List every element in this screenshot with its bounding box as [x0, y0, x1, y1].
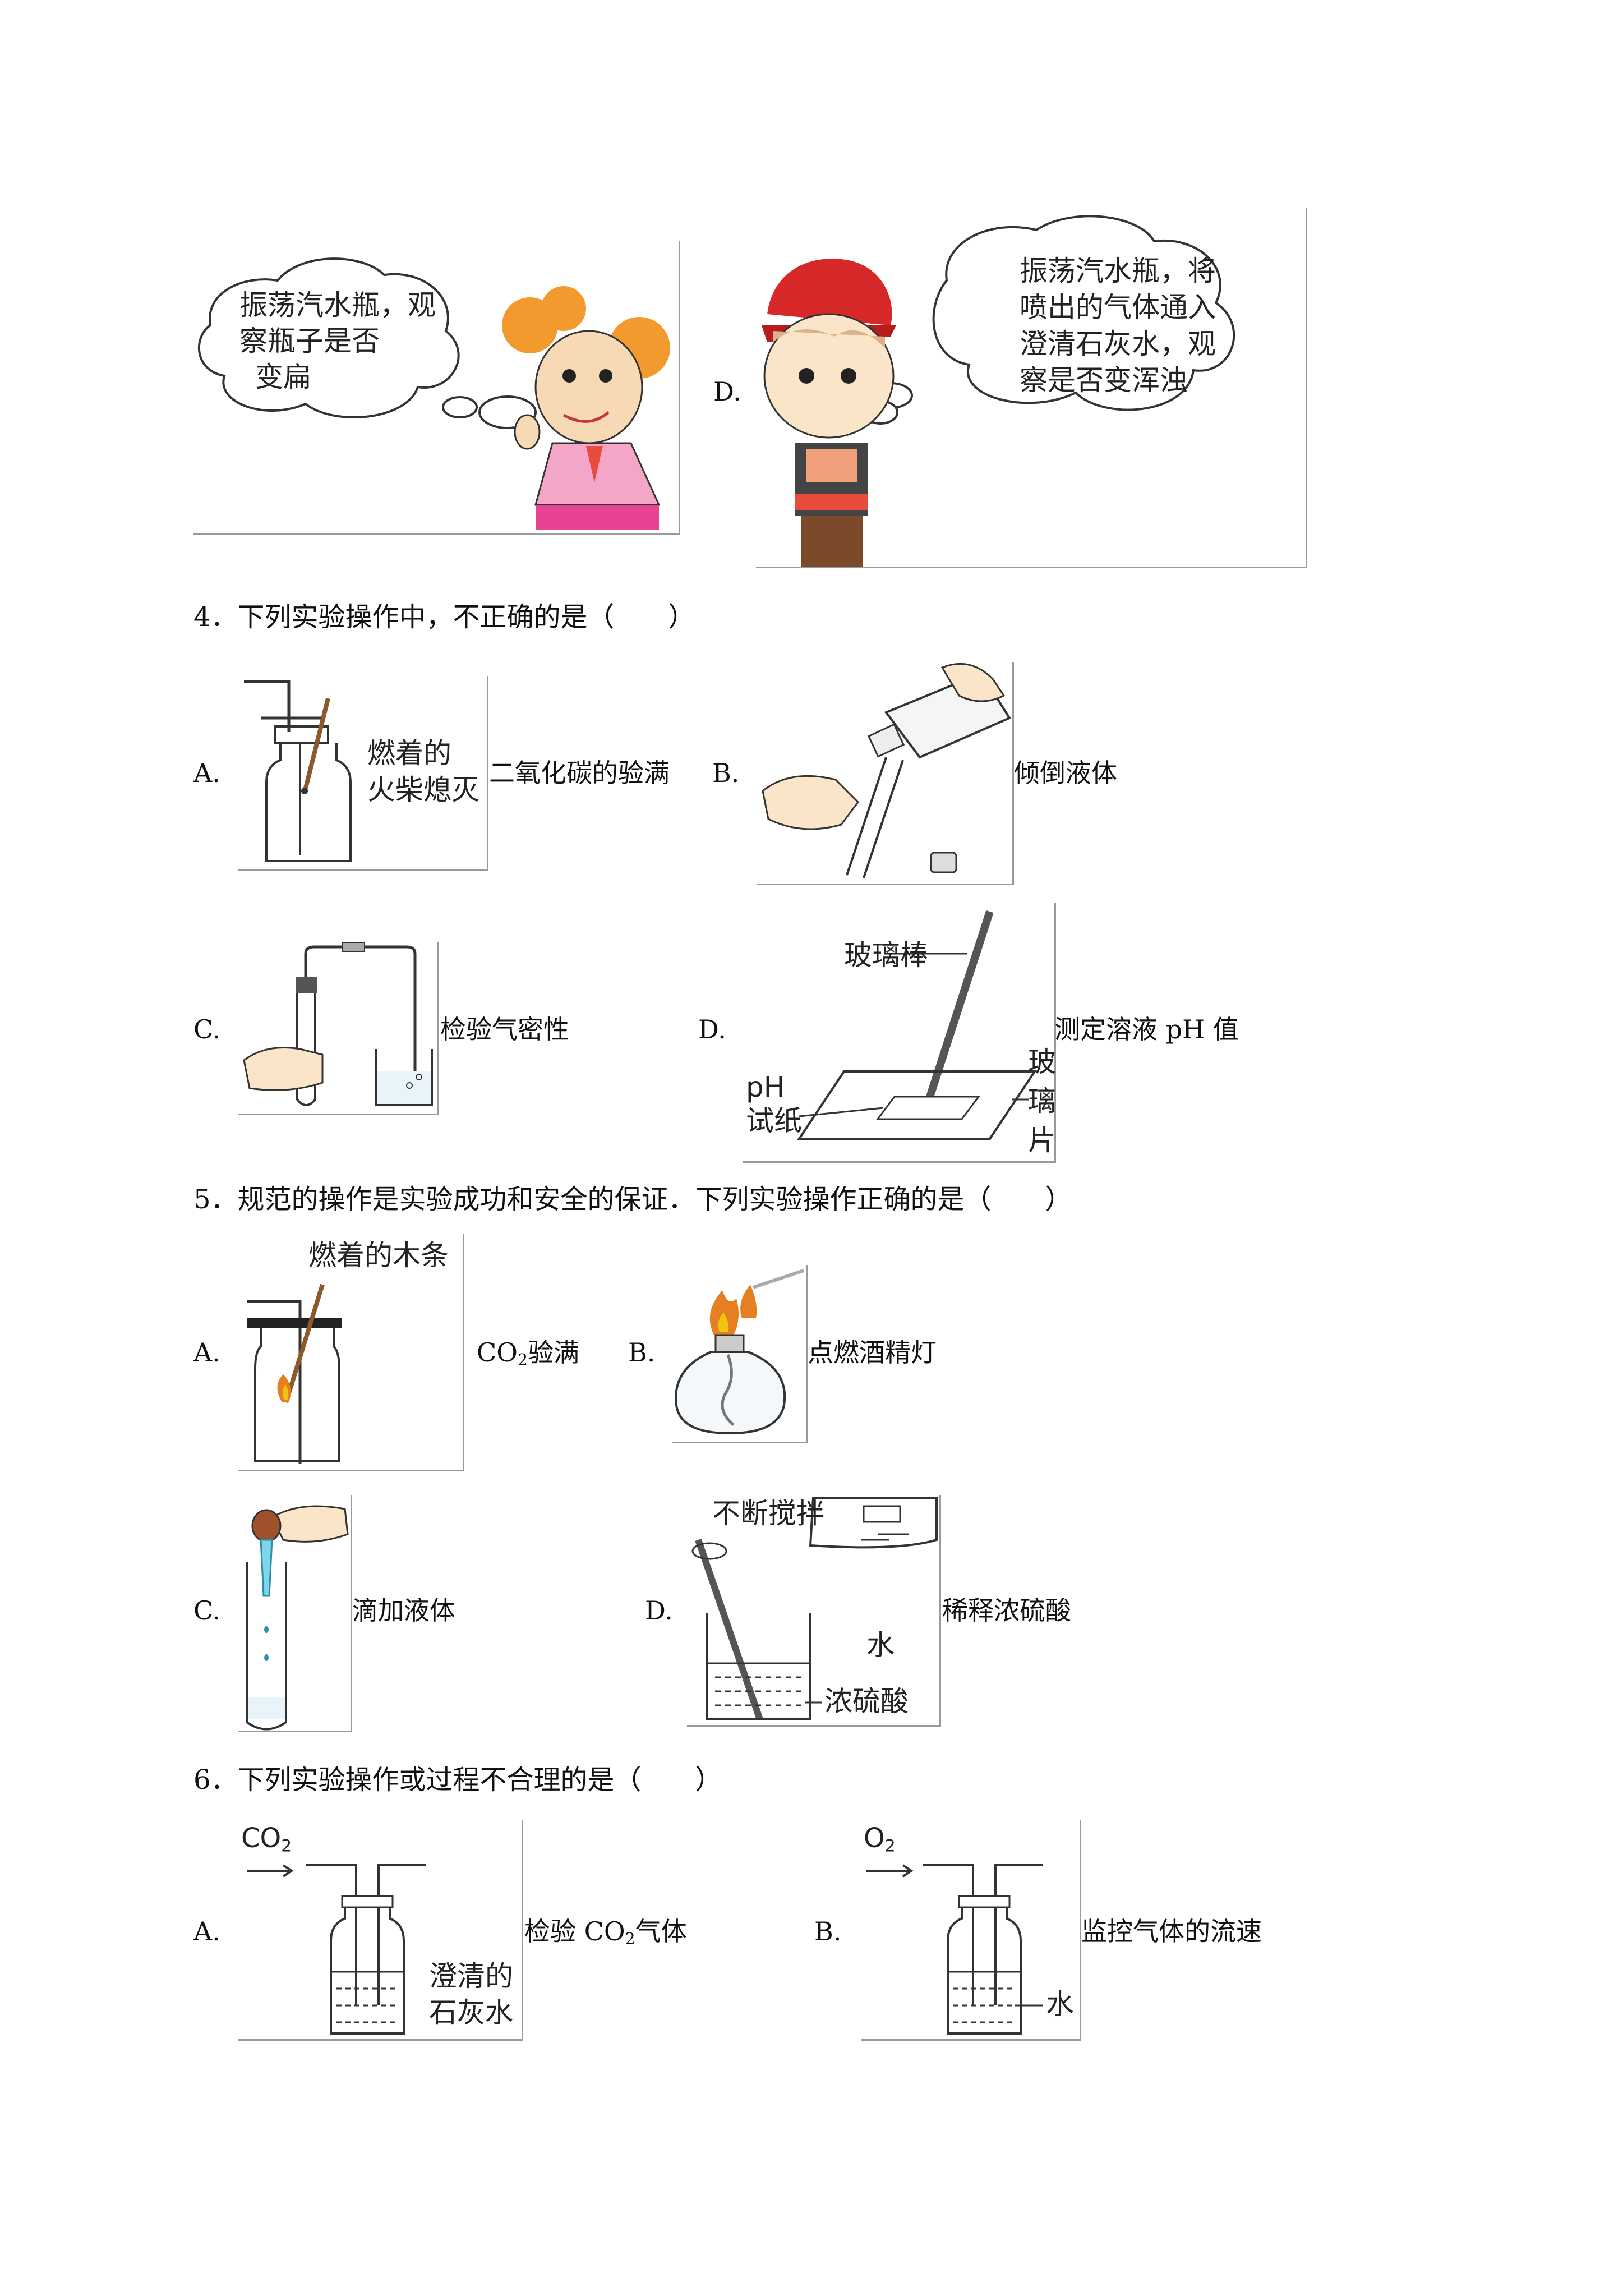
air-tightness-check-diagram	[243, 942, 433, 1106]
q6-b-water-label: 水	[1046, 1988, 1074, 2021]
q4-d-ph-label-2: 试纸	[746, 1105, 802, 1137]
q5-option-d-label: D.	[645, 1595, 673, 1626]
q4-option-c-label: C.	[193, 1014, 221, 1045]
q3-option-c-figure: 振荡汽水瓶，观 察瓶子是否 变扁	[193, 241, 680, 535]
q3-option-d-label: D.	[713, 376, 741, 407]
q5-a-caption-sub: 2	[517, 1351, 528, 1370]
q4-stem: 4．下列实验操作中，不正确的是（ ）	[193, 601, 695, 633]
q5-option-b-label: B.	[628, 1337, 656, 1368]
q5-d-water-label: 水	[866, 1629, 895, 1662]
q4-option-c-figure	[238, 942, 439, 1115]
q3-c-bubble-line-1: 振荡汽水瓶，观	[239, 289, 436, 321]
q5-a-caption-post: 验满	[528, 1337, 580, 1368]
q6-option-a-label: A.	[193, 1916, 220, 1947]
q5-option-b-figure	[672, 1265, 808, 1443]
q3-c-bubble-line-2: 察瓶子是否	[239, 325, 380, 357]
q4-a-match-label-2: 火柴熄灭	[367, 774, 479, 806]
q4-option-d-caption: 测定溶液 pH 值	[1054, 1014, 1239, 1045]
q6-a-liquid-label-1: 澄清的	[429, 1960, 513, 1993]
q4-option-a-caption: 二氧化碳的验满	[489, 758, 670, 788]
q5-option-a-caption: CO2验满	[477, 1340, 579, 1369]
dilute-sulfuric-acid-diagram	[691, 1497, 938, 1720]
dropper-diagram	[246, 1505, 349, 1731]
q3-d-bubble-line-4: 察是否变浑浊	[1020, 364, 1188, 397]
q4-option-b-figure	[757, 662, 1014, 885]
cartoon-boy-illustration	[762, 215, 1235, 567]
q6-a-caption-sub: 2	[625, 1930, 635, 1949]
q6-option-a-figure: CO2 澄清的 石灰水	[238, 1820, 523, 2041]
alcohol-lamp-diagram	[675, 1269, 804, 1435]
q4-option-a-figure: 燃着的 火柴熄灭	[238, 676, 488, 871]
cartoon-girl-illustration	[198, 257, 670, 530]
q5-option-c-label: C.	[193, 1595, 221, 1626]
q3-d-bubble-line-1: 振荡汽水瓶，将	[1020, 255, 1216, 287]
q5-option-a-figure: 燃着的木条	[238, 1234, 464, 1471]
q5-option-c-figure	[238, 1495, 352, 1732]
q5-a-splint-label: 燃着的木条	[308, 1239, 449, 1272]
o2-flow-monitor-diagram	[866, 1864, 1043, 2035]
gas-bottle-match-diagram	[244, 680, 352, 862]
q4-option-d-figure: 玻璃棒 pH 试纸 玻 璃 片	[743, 903, 1056, 1163]
q4-option-d-label: D.	[698, 1014, 726, 1045]
q5-d-acid-label: 浓硫酸	[824, 1685, 909, 1718]
q5-option-d-caption: 稀释浓硫酸	[942, 1595, 1071, 1626]
q5-stem: 5．规范的操作是实验成功和安全的保证．下列实验操作正确的是（ ）	[193, 1184, 1072, 1215]
q5-option-b-caption: 点燃酒精灯	[808, 1337, 937, 1368]
q5-option-d-figure: 不断搅拌 水 浓硫酸	[687, 1495, 941, 1727]
q5-option-c-caption: 滴加液体	[352, 1595, 455, 1626]
q6-stem: 6．下列实验操作或过程不合理的是（ ）	[193, 1764, 722, 1796]
q6-option-b-label: B.	[814, 1916, 842, 1947]
q3-d-bubble-line-2: 喷出的气体通入	[1020, 291, 1216, 324]
q6-option-b-caption: 监控气体的流速	[1081, 1916, 1262, 1947]
ph-test-diagram	[797, 910, 1037, 1140]
q4-d-glass-label-1: 玻	[1028, 1046, 1056, 1078]
q6-b-gas-sub: 2	[884, 1836, 896, 1856]
q4-option-c-caption: 检验气密性	[440, 1014, 569, 1045]
q3-c-bubble-line-3: 变扁	[255, 361, 311, 393]
q6-option-b-figure: O2 水	[861, 1820, 1081, 2041]
q4-option-b-label: B.	[712, 758, 740, 788]
q4-option-b-caption: 倾倒液体	[1014, 758, 1117, 788]
q5-a-caption-co: CO	[477, 1337, 518, 1368]
co2-test-bottle-diagram	[247, 1864, 426, 2035]
q6-a-gas-sub: 2	[281, 1836, 292, 1856]
q3-d-bubble-line-3: 澄清石灰水，观	[1020, 328, 1216, 360]
q5-option-a-label: A.	[193, 1337, 220, 1368]
q6-a-caption-pre: 检验 CO	[524, 1916, 625, 1947]
q4-d-rod-label: 玻璃棒	[844, 939, 928, 972]
q6-b-gas-o: O	[864, 1823, 885, 1854]
q3-option-d-figure: 振荡汽水瓶，将 喷出的气体通入 澄清石灰水，观 察是否变浑浊	[756, 208, 1307, 568]
co2-full-test-diagram	[247, 1283, 342, 1464]
q4-d-glass-label-2: 璃	[1028, 1085, 1056, 1117]
q4-a-match-label-1: 燃着的	[367, 737, 451, 770]
q4-d-ph-label-1: pH	[746, 1071, 785, 1103]
q6-a-gas-co: CO	[241, 1823, 282, 1854]
q6-b-gas-label: O2	[864, 1823, 896, 1856]
q6-a-liquid-label-2: 石灰水	[429, 1996, 513, 2029]
q4-option-a-label: A.	[193, 758, 220, 788]
q5-d-stir-label: 不断搅拌	[712, 1497, 824, 1530]
q4-d-glass-label-3: 片	[1028, 1124, 1056, 1157]
q6-option-a-caption: 检验 CO2气体	[524, 1918, 687, 1948]
q6-a-caption-post: 气体	[635, 1916, 687, 1947]
pouring-liquid-diagram	[762, 662, 1011, 878]
q6-a-gas-label: CO2	[241, 1823, 292, 1856]
